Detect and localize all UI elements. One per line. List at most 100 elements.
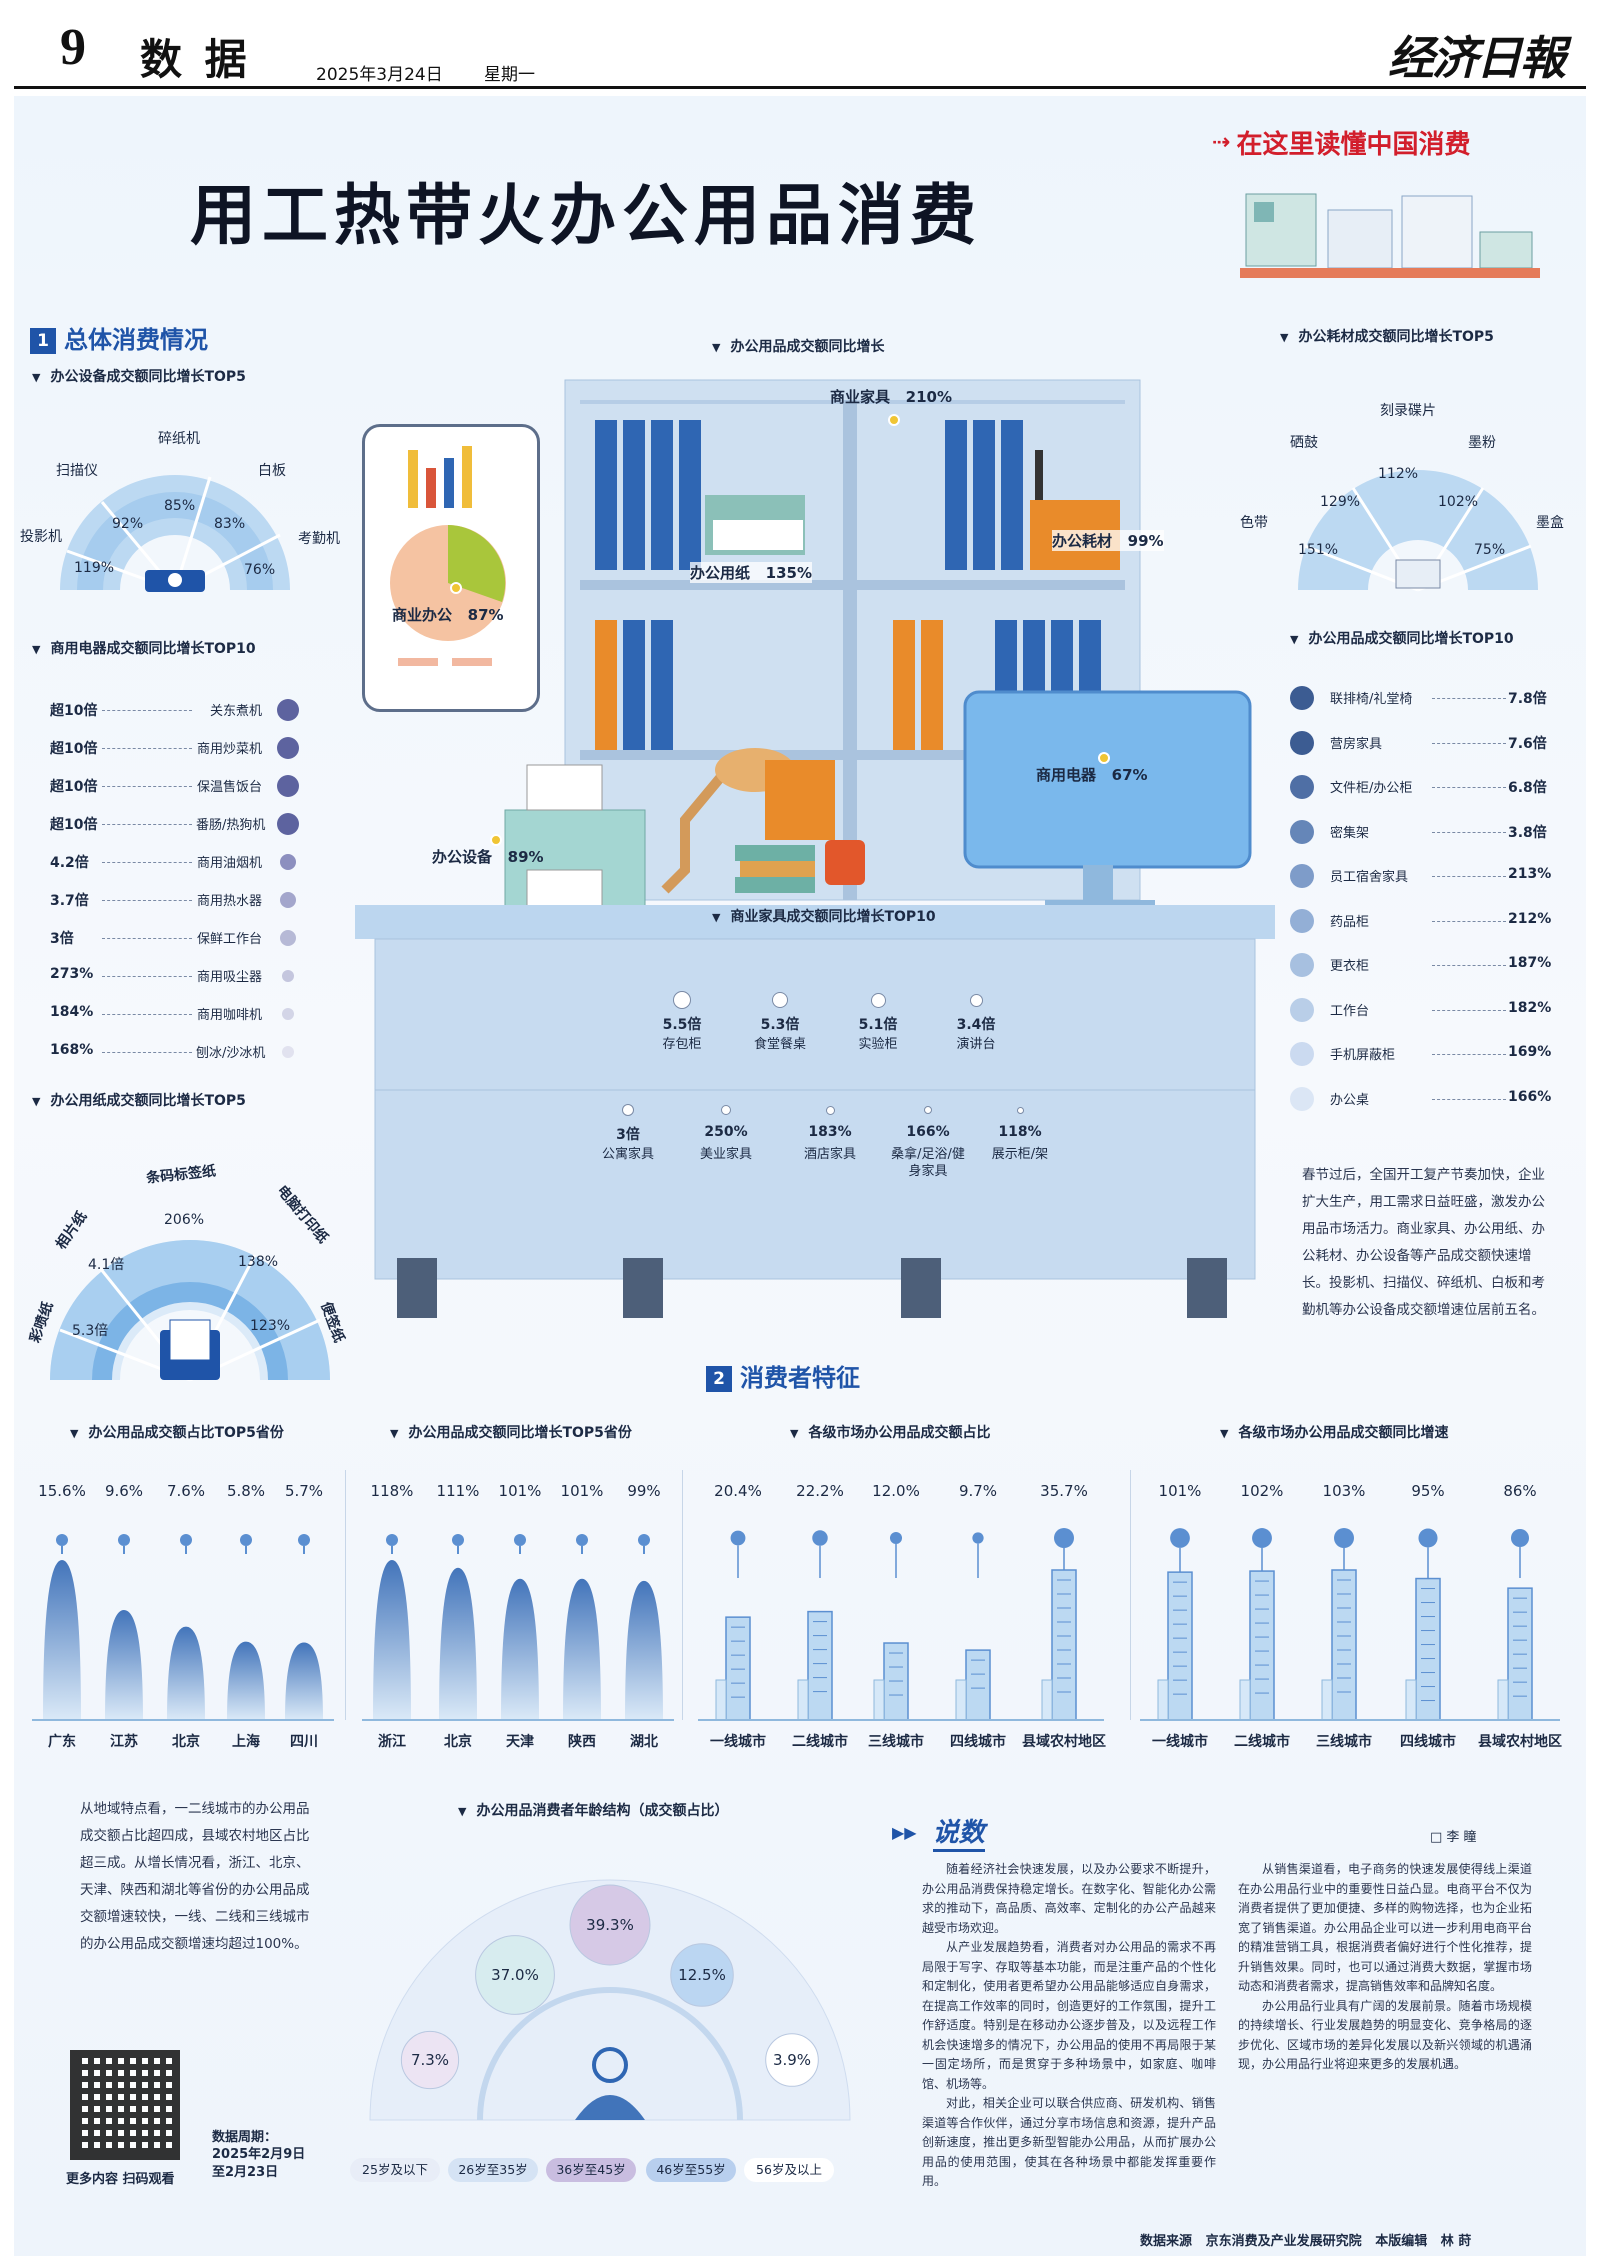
equipment-category-label: 碎纸机 xyxy=(158,431,200,447)
paper-logo: 经济日報 xyxy=(1388,31,1566,85)
consumable-category-label: 刻录碟片 xyxy=(1380,403,1436,419)
bar-category-label: 三线城市 xyxy=(868,1733,924,1750)
pin-marker xyxy=(972,1532,984,1544)
equipment-value-label: 76% xyxy=(244,562,276,578)
commercial-furniture-value: 5.5倍 xyxy=(662,1017,702,1033)
commercial-furniture-name: 存包柜 xyxy=(662,1037,702,1052)
disk-icon xyxy=(1395,559,1441,589)
building-bar xyxy=(1167,1571,1193,1721)
pin-marker xyxy=(1510,1528,1530,1548)
appliance-name: 保温售饭台 xyxy=(196,780,262,795)
leader-line xyxy=(102,710,192,711)
furniture-value: 7.8倍 xyxy=(1508,691,1547,707)
pin-marker xyxy=(638,1534,650,1546)
documents-illustration xyxy=(1240,193,1540,278)
tablet-chart xyxy=(390,446,506,666)
appliance-value: 超10倍 xyxy=(50,703,98,719)
category-label: 商用电器 67% xyxy=(1036,766,1148,784)
commercial-furniture-name: 实验柜 xyxy=(858,1037,898,1052)
chart-title-province-share: 办公用品成交额占比TOP5省份 xyxy=(70,1422,283,1442)
projector-icon xyxy=(168,573,182,587)
rank-dot xyxy=(282,970,294,982)
bubble xyxy=(870,992,886,1008)
printer-icon xyxy=(169,1319,211,1361)
column-title-text: 说数 xyxy=(932,1812,985,1852)
arch-bar xyxy=(285,1642,323,1720)
furniture-name: 营房家具 xyxy=(1330,736,1383,752)
appliance-name: 商用油烟机 xyxy=(196,856,262,871)
marker-dot xyxy=(1098,752,1110,764)
rank-dot xyxy=(282,1046,294,1058)
footer-source: 京东消费及产业发展研究院 xyxy=(1205,2234,1362,2249)
pin-marker xyxy=(56,1534,68,1546)
furniture-name: 药品柜 xyxy=(1330,914,1370,930)
leader-line xyxy=(1432,965,1506,966)
building-side xyxy=(797,1679,809,1721)
category-label: 商业家具 210% xyxy=(830,388,953,406)
paper-value-label: 123% xyxy=(250,1318,291,1334)
equipment-value-label: 83% xyxy=(214,516,246,532)
pin-marker xyxy=(1054,1528,1074,1548)
masthead: 9 数 据 2025年3月24日 星期一 经济日報 xyxy=(0,0,1600,90)
equipment-category-label: 白板 xyxy=(258,463,286,479)
appliance-name: 保鲜工作台 xyxy=(196,932,262,947)
appliance-value: 168% xyxy=(50,1042,94,1058)
age-category-pill: 36岁至45岁 xyxy=(546,2158,636,2182)
rank-dot xyxy=(1290,1086,1314,1111)
period-value: 2025年2月9日至2月23日 xyxy=(212,2147,306,2180)
furniture-value: 3.8倍 xyxy=(1508,824,1547,841)
age-category-pill: 25岁及以下 xyxy=(350,2158,440,2182)
commercial-furniture-value: 118% xyxy=(998,1124,1042,1140)
leader-line xyxy=(1432,876,1506,877)
chart-title-consumables: 办公耗材成交额同比增长TOP5 xyxy=(1280,326,1493,346)
marker-dot xyxy=(490,834,502,846)
section1-title-text: 总体消费情况 xyxy=(64,326,208,354)
category-label: 办公设备 89% xyxy=(432,848,544,866)
furniture-name: 文件柜/办公柜 xyxy=(1330,781,1413,796)
arch-bar xyxy=(227,1641,265,1720)
banner: ⇢ 在这里读懂中国消费 xyxy=(1212,124,1470,160)
bar-category-label: 县域农村地区 xyxy=(1022,1733,1106,1750)
building-side xyxy=(955,1679,967,1721)
issue-weekday: 星期一 xyxy=(484,65,535,85)
bar-category-label: 四线城市 xyxy=(950,1733,1006,1750)
qr-code[interactable] xyxy=(70,2050,180,2160)
column-p3: 对此，相关企业可以联合供应商、研发机构、销售渠道等合作伙伴，通过分享市场信息和资… xyxy=(922,2096,1216,2188)
leader-line xyxy=(102,1052,192,1053)
pin-marker xyxy=(576,1534,588,1546)
paper-value-label: 206% xyxy=(164,1212,205,1228)
age-value: 37.0% xyxy=(491,1966,539,1984)
commercial-furniture-name: 酒店家具 xyxy=(803,1147,856,1162)
rank-dot xyxy=(277,737,299,759)
rank-dot xyxy=(280,854,296,870)
chart-title-category-growth: 办公用品成交额同比增长 xyxy=(712,336,884,356)
bar-value-label: 15.6% xyxy=(38,1482,86,1500)
issue-date: 2025年3月24日 xyxy=(316,65,443,85)
commercial-furniture-value: 250% xyxy=(704,1124,748,1140)
arch-bar xyxy=(43,1560,81,1720)
appliance-name: 商用热水器 xyxy=(196,894,262,909)
appliance-value: 184% xyxy=(50,1004,94,1020)
bar-category-label: 湖北 xyxy=(630,1734,658,1750)
pin-marker xyxy=(1252,1528,1272,1548)
commercial-furniture-name: 美业家具 xyxy=(699,1147,752,1162)
footer-editor: 林 莳 xyxy=(1440,2234,1472,2249)
appliance-name: 商用咖啡机 xyxy=(196,1008,262,1023)
qr-caption: 更多内容 扫码观看 xyxy=(66,2172,175,2187)
building-bar xyxy=(725,1616,751,1721)
furniture-value: 182% xyxy=(1508,999,1552,1016)
building-side xyxy=(1321,1679,1333,1721)
appliance-name: 关东煮机 xyxy=(209,704,262,719)
person-icon xyxy=(575,2095,645,2120)
building-side xyxy=(1497,1679,1509,1721)
bar-category-label: 北京 xyxy=(172,1733,200,1750)
furniture-value: 166% xyxy=(1508,1088,1552,1105)
pin-marker xyxy=(1334,1528,1354,1548)
building-side xyxy=(873,1679,885,1721)
leader-line xyxy=(1432,1054,1506,1055)
section-name: 数 据 xyxy=(140,35,251,84)
furniture-name: 密集架 xyxy=(1330,825,1370,841)
arch-bar xyxy=(373,1560,411,1720)
consumable-value-label: 151% xyxy=(1298,542,1339,558)
building-side xyxy=(715,1679,727,1721)
